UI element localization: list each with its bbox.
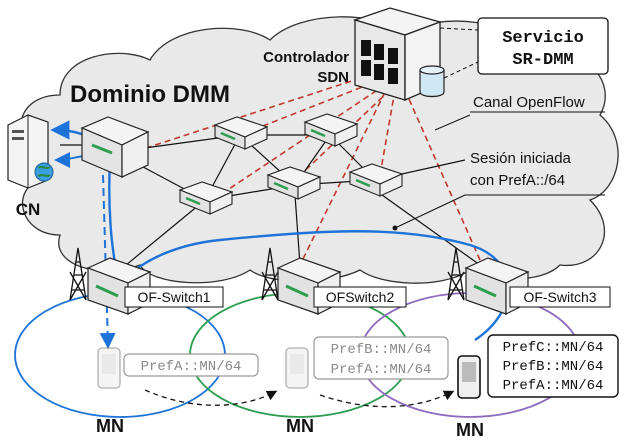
service-line2: SR-DMM (512, 51, 573, 70)
movement-arrow-1 (144, 389, 278, 406)
domain-label: Dominio DMM (70, 81, 230, 108)
mobile-node-2-phone (285, 347, 309, 389)
prefix-box-1: PrefA::MN/64 (123, 353, 259, 377)
core-switch-5 (348, 163, 404, 197)
session-label-box: Sesión iniciada con PrefA::/64 (465, 150, 605, 196)
sdn-controller-server (352, 7, 443, 101)
mn-label-3: MN (456, 420, 484, 440)
service-box: Servicio SR-DMM (439, 17, 609, 79)
session-label-2: con PrefA::/64 (470, 172, 565, 189)
core-switch-4 (266, 166, 322, 200)
switch-label-1-box: OF-Switch1 (124, 286, 224, 308)
database-icon (419, 65, 445, 98)
mobile-node-3-phone (457, 355, 481, 399)
prefix-3-0: PrefC::MN/64 (503, 340, 604, 356)
session-pointer (394, 194, 466, 229)
switch-label-2: OFSwitch2 (326, 289, 395, 305)
prefix-2-1: PrefA::MN/64 (331, 362, 432, 378)
session-label-1: Sesión iniciada (470, 150, 572, 167)
mn-label-2: MN (286, 416, 314, 436)
prefix-3-2: PrefA::MN/64 (503, 378, 604, 394)
switch-label-2-box: OFSwitch2 (313, 286, 407, 308)
prefix-box-2: PrefB::MN/64 PrefA::MN/64 (313, 336, 449, 380)
session-pointer-dot (392, 225, 398, 231)
switch-label-3-box: OF-Switch3 (509, 286, 611, 308)
prefix-3-1: PrefB::MN/64 (503, 359, 604, 375)
router-cn (80, 116, 150, 178)
core-switch-1 (213, 116, 269, 150)
controller-label-1: Controlador (263, 49, 349, 66)
movement-arrow-2 (319, 390, 455, 408)
canal-label-box: Canal OpenFlow (470, 94, 605, 113)
canal-label: Canal OpenFlow (473, 94, 585, 111)
mobile-node-1-phone (97, 347, 121, 389)
prefix-1-0: PrefA::MN/64 (141, 359, 242, 375)
globe-icon (34, 162, 54, 182)
mn-label-1: MN (96, 416, 124, 436)
prefix-2-0: PrefB::MN/64 (331, 342, 432, 358)
switch-label-3: OF-Switch3 (523, 289, 596, 305)
service-line1: Servicio (502, 29, 584, 48)
prefix-box-3: PrefC::MN/64 PrefB::MN/64 PrefA::MN/64 (487, 334, 619, 398)
core-switch-3 (178, 181, 234, 215)
controller-label-2: SDN (317, 69, 349, 86)
canal-pointer (434, 114, 471, 131)
cn-label: CN (16, 200, 41, 219)
switch-label-1: OF-Switch1 (137, 289, 210, 305)
core-switch-2 (303, 113, 359, 147)
